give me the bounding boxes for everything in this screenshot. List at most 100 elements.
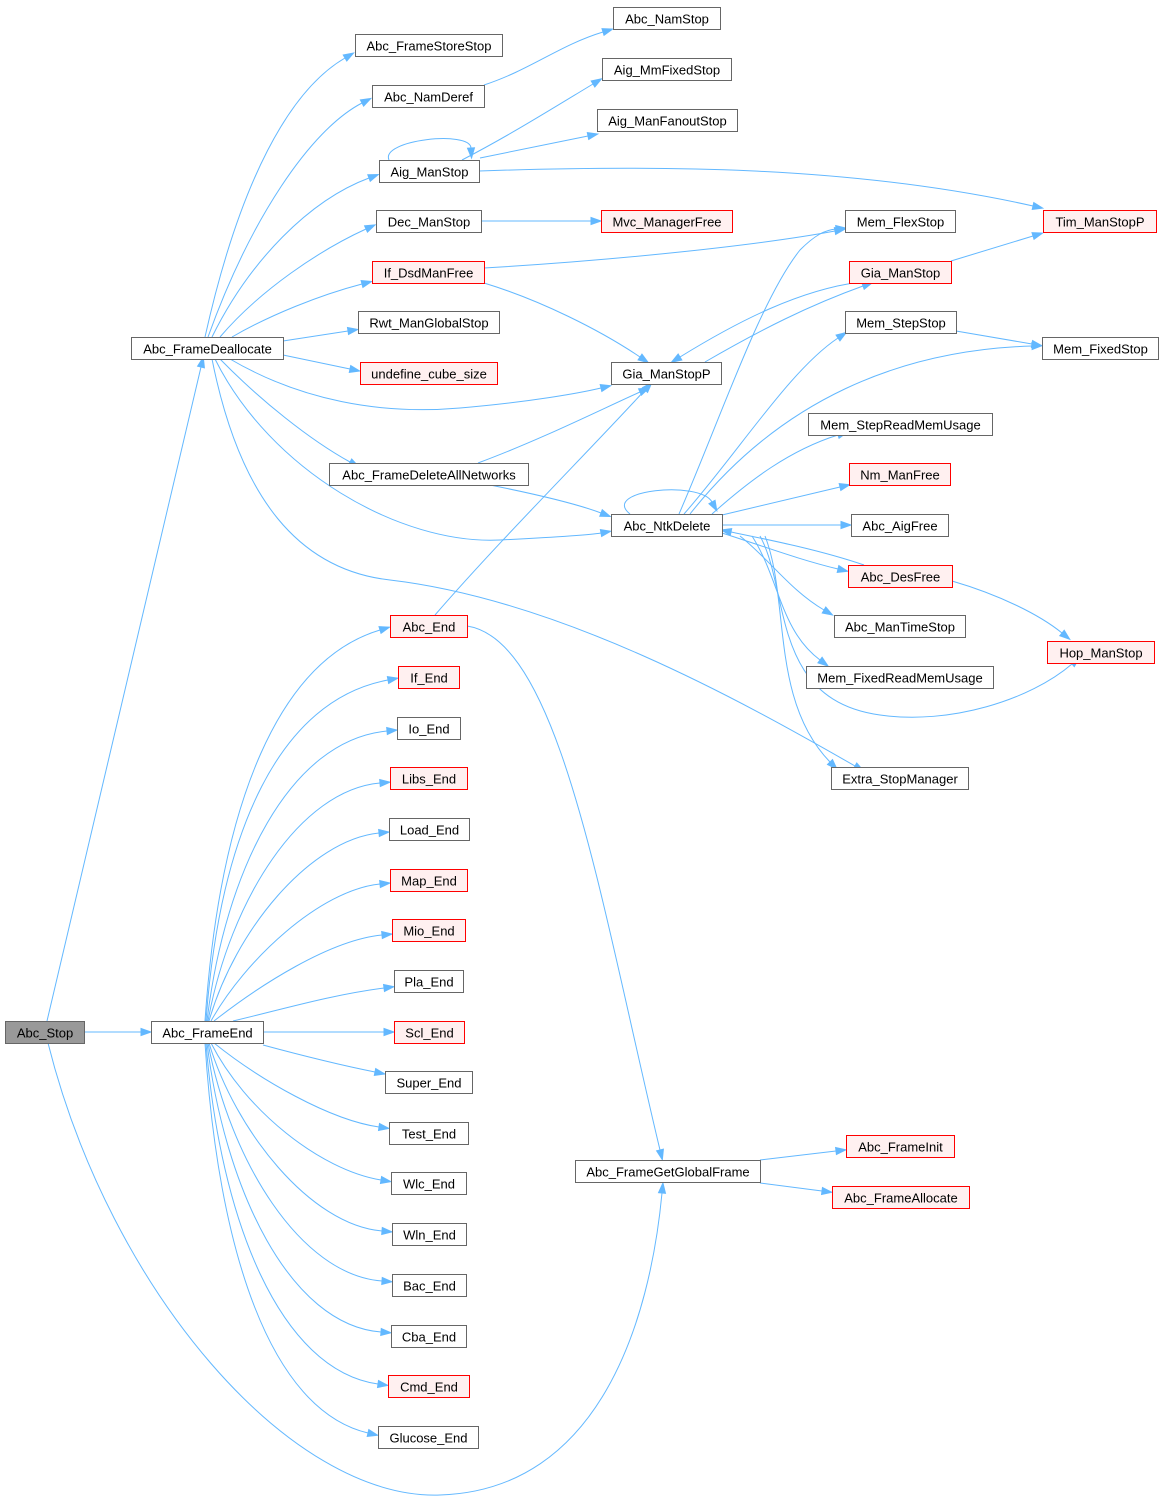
node-box[interactable]: [388, 1375, 470, 1398]
node-box[interactable]: [392, 1274, 467, 1297]
node-box[interactable]: [1043, 210, 1157, 233]
node-abc-frameend[interactable]: Abc_FrameEnd: [151, 1021, 264, 1044]
node-box[interactable]: [372, 85, 485, 108]
node-box[interactable]: [834, 615, 966, 638]
node-box[interactable]: [391, 1325, 467, 1348]
node-box[interactable]: [806, 666, 994, 689]
node-box[interactable]: [385, 1071, 473, 1094]
node-io-end[interactable]: Io_End: [397, 717, 461, 740]
node-box[interactable]: [832, 1186, 970, 1209]
node-mvc-managerfree[interactable]: Mvc_ManagerFree: [601, 210, 733, 233]
node-super-end[interactable]: Super_End: [385, 1071, 473, 1094]
node-abc-desfree[interactable]: Abc_DesFree: [848, 565, 953, 588]
node-box[interactable]: [394, 970, 464, 993]
node-box[interactable]: [1047, 641, 1155, 664]
node-box[interactable]: [851, 514, 949, 537]
node-if-dsdmanfree[interactable]: If_DsdManFree: [372, 261, 485, 284]
node-hop-manstop[interactable]: Hop_ManStop: [1047, 641, 1155, 664]
node-box[interactable]: [390, 869, 468, 892]
node-box[interactable]: [390, 767, 468, 790]
node-cmd-end[interactable]: Cmd_End: [388, 1375, 470, 1398]
node-aig-mmfixedstop[interactable]: Aig_MmFixedStop: [602, 58, 732, 81]
node-box[interactable]: [329, 463, 529, 486]
node-abc-framedeleteallnetworks[interactable]: Abc_FrameDeleteAllNetworks: [329, 463, 529, 486]
node-bac-end[interactable]: Bac_End: [392, 1274, 467, 1297]
node-test-end[interactable]: Test_End: [389, 1122, 469, 1145]
node-abc-framedeallocate[interactable]: Abc_FrameDeallocate: [131, 337, 284, 360]
node-aig-manfanoutstop[interactable]: Aig_ManFanoutStop: [597, 109, 738, 132]
node-abc-namderef[interactable]: Abc_NamDeref: [372, 85, 485, 108]
node-abc-aigfree[interactable]: Abc_AigFree: [851, 514, 949, 537]
node-box[interactable]: [360, 362, 498, 385]
node-box[interactable]: [376, 210, 482, 233]
node-glucose-end[interactable]: Glucose_End: [378, 1426, 479, 1449]
node-libs-end[interactable]: Libs_End: [390, 767, 468, 790]
node-box[interactable]: [848, 565, 953, 588]
node-box[interactable]: [151, 1021, 264, 1044]
node-box[interactable]: [613, 7, 721, 30]
node-gia-manstopp[interactable]: Gia_ManStopP: [611, 362, 722, 385]
node-box[interactable]: [394, 1021, 465, 1044]
node-if-end[interactable]: If_End: [398, 666, 460, 689]
node-wln-end[interactable]: Wln_End: [392, 1223, 467, 1246]
node-box[interactable]: [575, 1160, 761, 1183]
node-box[interactable]: [849, 261, 952, 284]
node-box[interactable]: [601, 210, 733, 233]
node-box[interactable]: [597, 109, 738, 132]
node-box[interactable]: [390, 615, 468, 638]
node-box[interactable]: [845, 210, 956, 233]
node-box[interactable]: [808, 413, 993, 436]
node-box[interactable]: [391, 1172, 467, 1195]
node-abc-mantimestop[interactable]: Abc_ManTimeStop: [834, 615, 966, 638]
node-abc-stop[interactable]: Abc_Stop: [5, 1021, 85, 1044]
node-box[interactable]: [602, 58, 732, 81]
node-mio-end[interactable]: Mio_End: [392, 919, 466, 942]
node-scl-end[interactable]: Scl_End: [394, 1021, 465, 1044]
node-box[interactable]: [611, 514, 723, 537]
node-box[interactable]: [379, 160, 480, 183]
node-box[interactable]: [397, 717, 461, 740]
node-box[interactable]: [389, 818, 470, 841]
node-map-end[interactable]: Map_End: [390, 869, 468, 892]
node-abc-frameallocate[interactable]: Abc_FrameAllocate: [832, 1186, 970, 1209]
node-box[interactable]: [392, 919, 466, 942]
node-abc-ntkdelete[interactable]: Abc_NtkDelete: [611, 514, 723, 537]
node-dec-manstop[interactable]: Dec_ManStop: [376, 210, 482, 233]
node-abc-namstop[interactable]: Abc_NamStop: [613, 7, 721, 30]
node-undefine-cube-size[interactable]: undefine_cube_size: [360, 362, 498, 385]
node-box[interactable]: [392, 1223, 467, 1246]
node-load-end[interactable]: Load_End: [389, 818, 470, 841]
node-mem-flexstop[interactable]: Mem_FlexStop: [845, 210, 956, 233]
node-box[interactable]: [846, 1135, 955, 1158]
node-mem-fixedstop[interactable]: Mem_FixedStop: [1042, 337, 1159, 360]
node-gia-manstop[interactable]: Gia_ManStop: [849, 261, 952, 284]
node-box[interactable]: [378, 1426, 479, 1449]
node-abc-frameinit[interactable]: Abc_FrameInit: [846, 1135, 955, 1158]
node-box[interactable]: [358, 311, 500, 334]
node-cba-end[interactable]: Cba_End: [391, 1325, 467, 1348]
node-mem-fixedreadmemusage[interactable]: Mem_FixedReadMemUsage: [806, 666, 994, 689]
node-mem-stepstop[interactable]: Mem_StepStop: [845, 311, 957, 334]
node-extra-stopmanager[interactable]: Extra_StopManager: [831, 767, 969, 790]
node-box[interactable]: [611, 362, 722, 385]
node-aig-manstop[interactable]: Aig_ManStop: [379, 160, 480, 183]
node-tim-manstopp[interactable]: Tim_ManStopP: [1043, 210, 1157, 233]
node-abc-end[interactable]: Abc_End: [390, 615, 468, 638]
node-abc-framegetglobalframe[interactable]: Abc_FrameGetGlobalFrame: [575, 1160, 761, 1183]
node-nm-manfree[interactable]: Nm_ManFree: [849, 463, 951, 486]
node-box[interactable]: [398, 666, 460, 689]
node-box[interactable]: [131, 337, 284, 360]
node-mem-stepreadmemusage[interactable]: Mem_StepReadMemUsage: [808, 413, 993, 436]
node-box[interactable]: [389, 1122, 469, 1145]
node-box[interactable]: [5, 1021, 85, 1044]
node-box[interactable]: [1042, 337, 1159, 360]
node-pla-end[interactable]: Pla_End: [394, 970, 464, 993]
node-box[interactable]: [845, 311, 957, 334]
node-box[interactable]: [355, 34, 503, 57]
node-box[interactable]: [372, 261, 485, 284]
node-abc-framestorestop[interactable]: Abc_FrameStoreStop: [355, 34, 503, 57]
node-box[interactable]: [849, 463, 951, 486]
node-box[interactable]: [831, 767, 969, 790]
node-wlc-end[interactable]: Wlc_End: [391, 1172, 467, 1195]
node-rwt-manglobalstop[interactable]: Rwt_ManGlobalStop: [358, 311, 500, 334]
